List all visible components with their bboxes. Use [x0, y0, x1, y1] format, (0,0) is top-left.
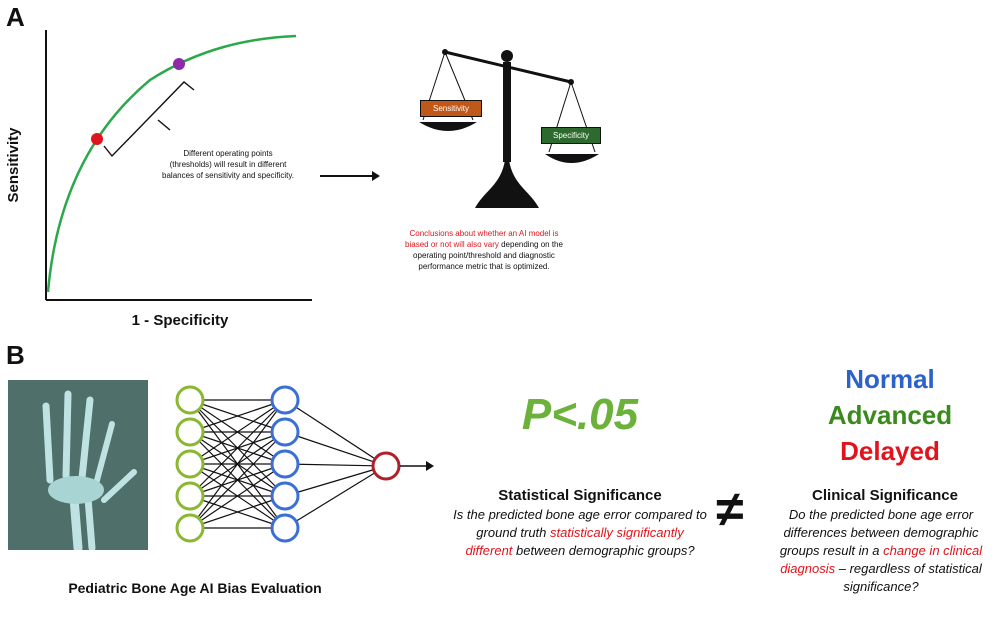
class-normal: Normal	[845, 364, 935, 394]
y-axis-label: Sensitivity	[5, 127, 22, 203]
class-advanced: Advanced	[827, 400, 953, 430]
clinical-question: Do the predicted bone age error differen…	[762, 506, 1000, 596]
arrow-icon	[320, 171, 380, 181]
conclusion-black-text: depending on the operating point/thresho…	[413, 240, 563, 271]
statistical-q2: between demographic groups?	[516, 543, 695, 558]
roc-plot: Sensitivity	[5, 30, 312, 301]
clinical-q2: – regardless of statistical significance…	[835, 561, 982, 594]
panel-b-letter: B	[6, 340, 25, 370]
neural-network-diagram	[175, 385, 434, 543]
statistical-q-red: statistically significantly different	[465, 525, 684, 558]
class-delayed: Delayed	[840, 436, 940, 466]
bottom-caption: Pediatric Bone Age AI Bias Evaluation	[68, 580, 322, 596]
hand-xray-image	[8, 380, 148, 550]
operating-point-purple	[173, 58, 185, 70]
sensitivity-tag: Sensitivity	[420, 100, 482, 117]
conclusion-red-text: Conclusions about whether an AI model is…	[405, 229, 559, 249]
statistical-question: Is the predicted bone age error compared…	[452, 506, 708, 560]
clinical-title: Clinical Significance	[812, 487, 958, 504]
roc-curve	[46, 34, 297, 293]
bracket-tick	[157, 119, 171, 131]
conclusion-note: Conclusions about whether an AI model is…	[398, 228, 570, 272]
operating-point-red	[91, 133, 103, 145]
clinical-q1: Do the predicted bone age error differen…	[779, 507, 979, 558]
statistical-title: Statistical Significance	[498, 487, 662, 504]
operating-point-note: Different operating points (thresholds) …	[162, 149, 294, 180]
x-axis-label: 1 - Specificity	[131, 312, 229, 329]
panel-a-letter: A	[6, 2, 25, 32]
not-equal-icon: ≠	[716, 481, 744, 537]
operating-point-bracket	[103, 81, 195, 158]
p-value: P<.05	[521, 390, 639, 439]
statistical-q1: Is the predicted bone age error compared…	[453, 507, 707, 540]
specificity-tag: Specificity	[541, 127, 601, 144]
clinical-q-red: change in clinical diagnosis	[780, 543, 983, 576]
